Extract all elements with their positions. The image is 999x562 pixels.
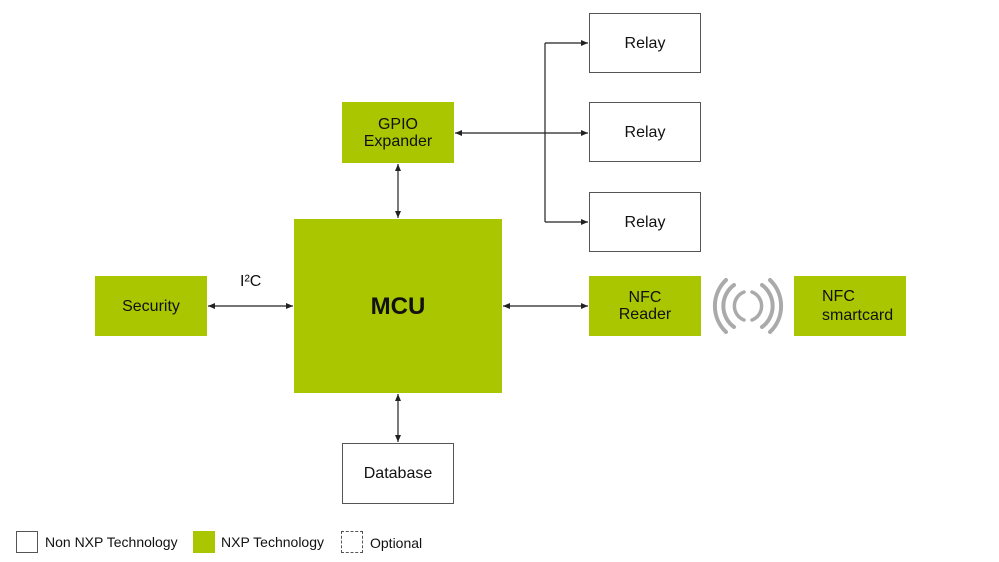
database-block: Database [342, 443, 454, 504]
legend-optional-label: Optional [370, 535, 423, 551]
security-block: Security [95, 276, 207, 336]
relay-block-3: Relay [589, 192, 701, 252]
relay-3-label: Relay [624, 213, 666, 231]
relay-1-label: Relay [624, 34, 666, 52]
database-label: Database [363, 465, 433, 482]
gpio-expander-label-line-2: Expander [363, 132, 433, 150]
relay-2-label: Relay [624, 123, 666, 141]
legend-non-nxp-label: Non NXP Technology [45, 534, 178, 550]
i2c-bus-label: I²C [240, 273, 262, 290]
nfc-reader-label-line-2: Reader [618, 306, 672, 323]
legend-non-nxp-swatch [16, 531, 38, 553]
gpio-expander-block: GPIO Expander [342, 102, 454, 163]
relay-block-2: Relay [589, 102, 701, 162]
gpio-expander-label-line-1: GPIO [377, 115, 418, 133]
legend-nxp-label: NXP Technology [221, 534, 324, 550]
nfc-reader-block: NFC Reader [589, 276, 701, 336]
legend-nxp-swatch [193, 531, 215, 553]
nfc-smartcard-label-line-1: NFC [822, 288, 855, 305]
nfc-smartcard-block: NFC smartcard [794, 276, 906, 336]
nfc-wave-icon [712, 278, 784, 334]
legend-optional-swatch [341, 531, 363, 553]
nfc-reader-label-line-1: NFC [628, 289, 662, 306]
nfc-smartcard-label-line-2: smartcard [822, 307, 894, 324]
mcu-block: MCU [294, 219, 502, 393]
security-label: Security [122, 297, 180, 315]
relay-block-1: Relay [589, 13, 701, 73]
mcu-label: MCU [370, 292, 426, 320]
